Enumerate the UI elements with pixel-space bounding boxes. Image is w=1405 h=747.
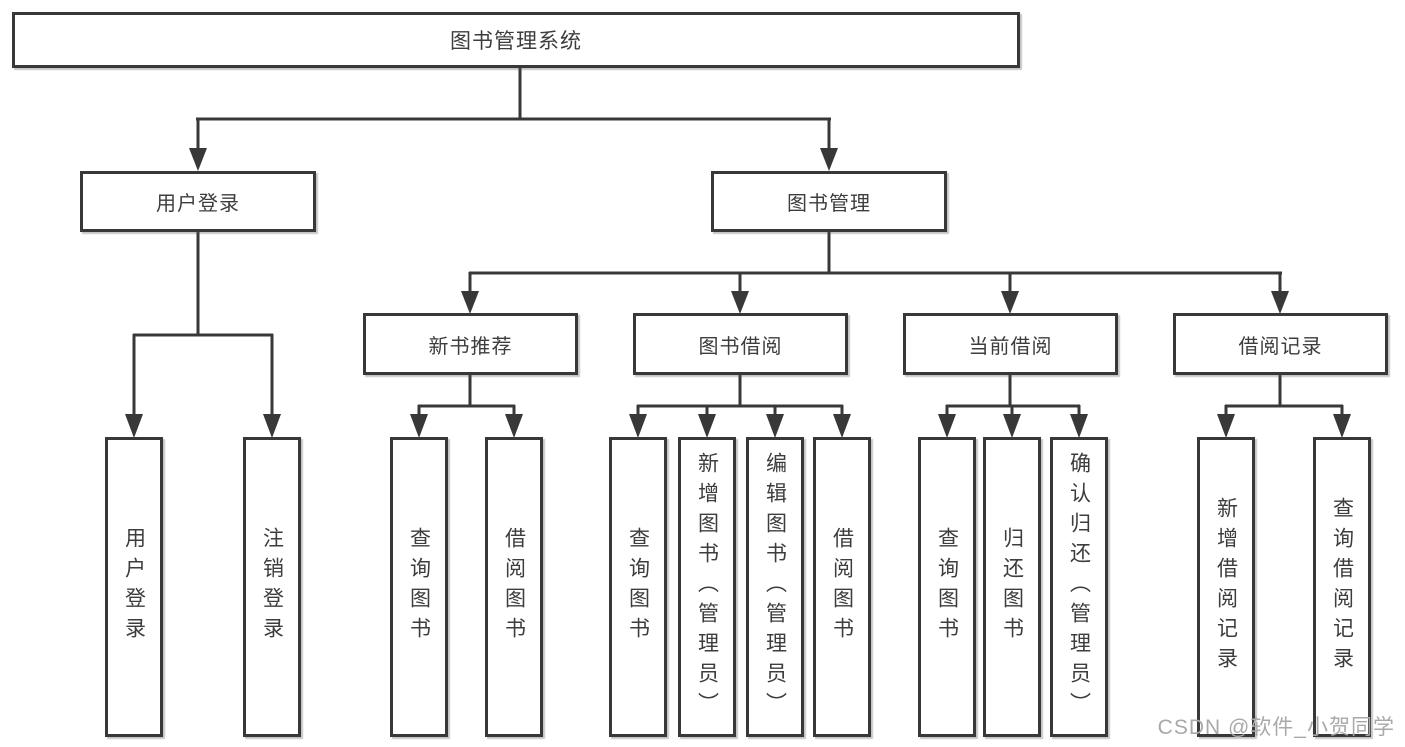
node-label: 图书管理系统 [450,30,582,53]
node-label: 图书借阅 [698,335,783,358]
node-label: 查询图书 [407,527,431,647]
node-borrowing-records: 借阅记录 [1173,313,1388,375]
node-label: 归还图书 [1000,527,1024,647]
node-label: 查询图书 [626,527,650,647]
leaf-borrow-books-borrowing: 借阅图书 [813,437,871,737]
node-label: 当前借阅 [968,335,1053,358]
node-label: 查询借阅记录 [1330,497,1354,677]
node-new-book-recommend: 新书推荐 [363,313,578,375]
node-label: 用户登录 [122,527,146,647]
leaf-query-books-current: 查询图书 [918,437,976,737]
node-label: 图书管理 [787,193,871,215]
leaf-edit-book-admin: 编辑图书（管理员） [746,437,804,737]
node-label: 新书推荐 [428,335,513,358]
csdn-watermark: CSDN @软件_小贺同学 [1157,716,1395,739]
leaf-add-book-admin: 新增图书（管理员） [678,437,736,737]
node-label: 借阅图书 [502,527,526,647]
leaf-borrow-books-recommend: 借阅图书 [485,437,543,737]
node-user-login-module: 用户登录 [80,171,316,232]
leaf-add-borrow-record: 新增借阅记录 [1197,437,1255,737]
node-root-library-system: 图书管理系统 [12,12,1020,68]
leaf-query-books-borrowing: 查询图书 [609,437,667,737]
leaf-return-book: 归还图书 [983,437,1041,737]
node-label: 查询图书 [935,527,959,647]
node-label: 确认归还（管理员） [1067,452,1091,722]
leaf-query-books-recommend: 查询图书 [390,437,448,737]
leaf-logout: 注销登录 [243,437,301,737]
node-label: 新增图书（管理员） [695,452,719,722]
leaf-user-login: 用户登录 [105,437,163,737]
node-label: 用户登录 [156,193,240,215]
node-label: 新增借阅记录 [1214,497,1238,677]
node-label: 编辑图书（管理员） [763,452,787,722]
node-book-management-module: 图书管理 [711,171,947,232]
node-label: 借阅图书 [830,527,854,647]
node-label: 注销登录 [260,527,284,647]
node-book-borrowing: 图书借阅 [633,313,848,375]
node-current-borrowing: 当前借阅 [903,313,1118,375]
node-label: 借阅记录 [1238,335,1323,358]
leaf-query-borrow-record: 查询借阅记录 [1313,437,1371,737]
leaf-confirm-return-admin: 确认归还（管理员） [1050,437,1108,737]
